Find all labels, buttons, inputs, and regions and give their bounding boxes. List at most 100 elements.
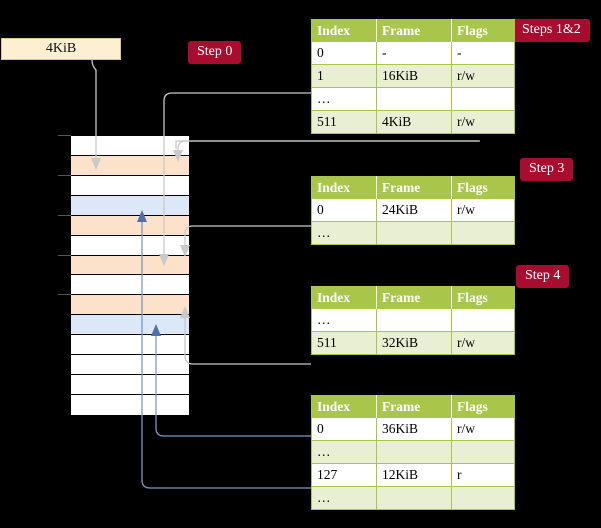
table-cell: …: [311, 486, 377, 510]
badge-steps-1-2-label: Steps 1&2: [522, 22, 581, 37]
column-header-flags: Flags: [451, 395, 515, 418]
link-l4-row511-right: [175, 140, 480, 149]
table-cell: [376, 308, 452, 332]
memory-frame-row: [71, 295, 189, 316]
table-cell: 36KiB: [376, 417, 452, 441]
column-header-index: Index: [311, 176, 377, 199]
memory-frame-row: [71, 195, 189, 216]
table-cell: [376, 87, 452, 111]
link-l4-to-memory: [163, 92, 311, 258]
request-size-label: 4KiB: [45, 41, 77, 56]
table-cell: [451, 486, 515, 510]
column-header-index: Index: [311, 395, 377, 418]
arrow-hook-row2: [173, 150, 183, 162]
memory-frame-tick: [58, 294, 71, 296]
table-cell: 1: [311, 64, 377, 88]
table-cell: [451, 308, 515, 332]
memory-frame-tick: [58, 174, 71, 176]
arrow-l2-to-memory: [180, 306, 190, 318]
table-cell: -: [376, 41, 452, 65]
table-cell: [451, 221, 515, 245]
table-cell: …: [311, 440, 377, 464]
column-header-flags: Flags: [451, 176, 515, 199]
link-l2-to-memory: [184, 318, 311, 365]
link-memory-to-l1-row127: [141, 222, 311, 489]
table-cell: 12KiB: [376, 463, 452, 487]
table-cell: …: [311, 308, 377, 332]
memory-frame-row: [71, 175, 189, 196]
table-cell: …: [311, 87, 377, 111]
badge-step-4-label: Step 4: [525, 268, 561, 283]
memory-frame-row: [71, 275, 189, 296]
table-cell: [376, 486, 452, 510]
table-cell: 32KiB: [376, 331, 452, 355]
physical-memory-column: [70, 135, 190, 416]
table-row: …: [311, 440, 515, 464]
memory-frame-row: [71, 315, 189, 336]
table-cell: 511: [311, 110, 377, 134]
table-cell: 511: [311, 331, 377, 355]
table-cell: 127: [311, 463, 377, 487]
memory-frame-row: [71, 155, 189, 176]
memory-frame-row: [71, 335, 189, 356]
request-size-box: 4KiB: [1, 38, 121, 60]
table-cell: …: [311, 221, 377, 245]
table-row: …: [311, 221, 515, 245]
memory-frame-row: [71, 355, 189, 376]
column-header-flags: Flags: [451, 286, 515, 309]
memory-frame-row: [71, 394, 189, 415]
table-cell: 0: [311, 417, 377, 441]
link-request-to-frame: [91, 59, 97, 162]
memory-frame-tick: [58, 254, 71, 256]
memory-frame-row: [71, 235, 189, 256]
memory-frame-tick: [58, 135, 71, 136]
memory-frame-row: [71, 136, 189, 156]
table-cell: r/w: [451, 198, 515, 222]
column-header-frame: Frame: [376, 176, 452, 199]
table-cell: r: [451, 463, 515, 487]
column-header-index: Index: [311, 286, 377, 309]
table-cell: r/w: [451, 417, 515, 441]
badge-steps-1-2: Steps 1&2: [513, 19, 590, 42]
table-cell: r/w: [451, 64, 515, 88]
table-cell: 0: [311, 41, 377, 65]
badge-step-0: Step 0: [188, 41, 242, 64]
table-cell: 4KiB: [376, 110, 452, 134]
table-cell: [451, 440, 515, 464]
memory-frame-row: [71, 255, 189, 276]
link-hook-row2: [177, 140, 478, 152]
table-row: …: [311, 486, 515, 510]
arrow-memory-to-l1-row0: [151, 324, 161, 336]
table-cell: r/w: [451, 331, 515, 355]
table-cell: [376, 221, 452, 245]
column-header-flags: Flags: [451, 19, 515, 42]
table-cell: r/w: [451, 110, 515, 134]
table-row: …: [311, 87, 515, 111]
column-header-frame: Frame: [376, 286, 452, 309]
badge-step-0-label: Step 0: [197, 44, 233, 59]
table-cell: 24KiB: [376, 198, 452, 222]
badge-step-3: Step 3: [520, 158, 574, 181]
table-cell: [451, 87, 515, 111]
column-header-frame: Frame: [376, 395, 452, 418]
table-cell: [376, 440, 452, 464]
arrow-memory-to-l1-row127: [137, 210, 147, 222]
table-row: 0--: [311, 41, 515, 65]
arrow-request-to-frame: [91, 158, 101, 170]
memory-frame-row: [71, 375, 189, 395]
table-cell: 16KiB: [376, 64, 452, 88]
memory-frame-tick: [58, 214, 71, 216]
badge-step-4: Step 4: [516, 265, 570, 288]
